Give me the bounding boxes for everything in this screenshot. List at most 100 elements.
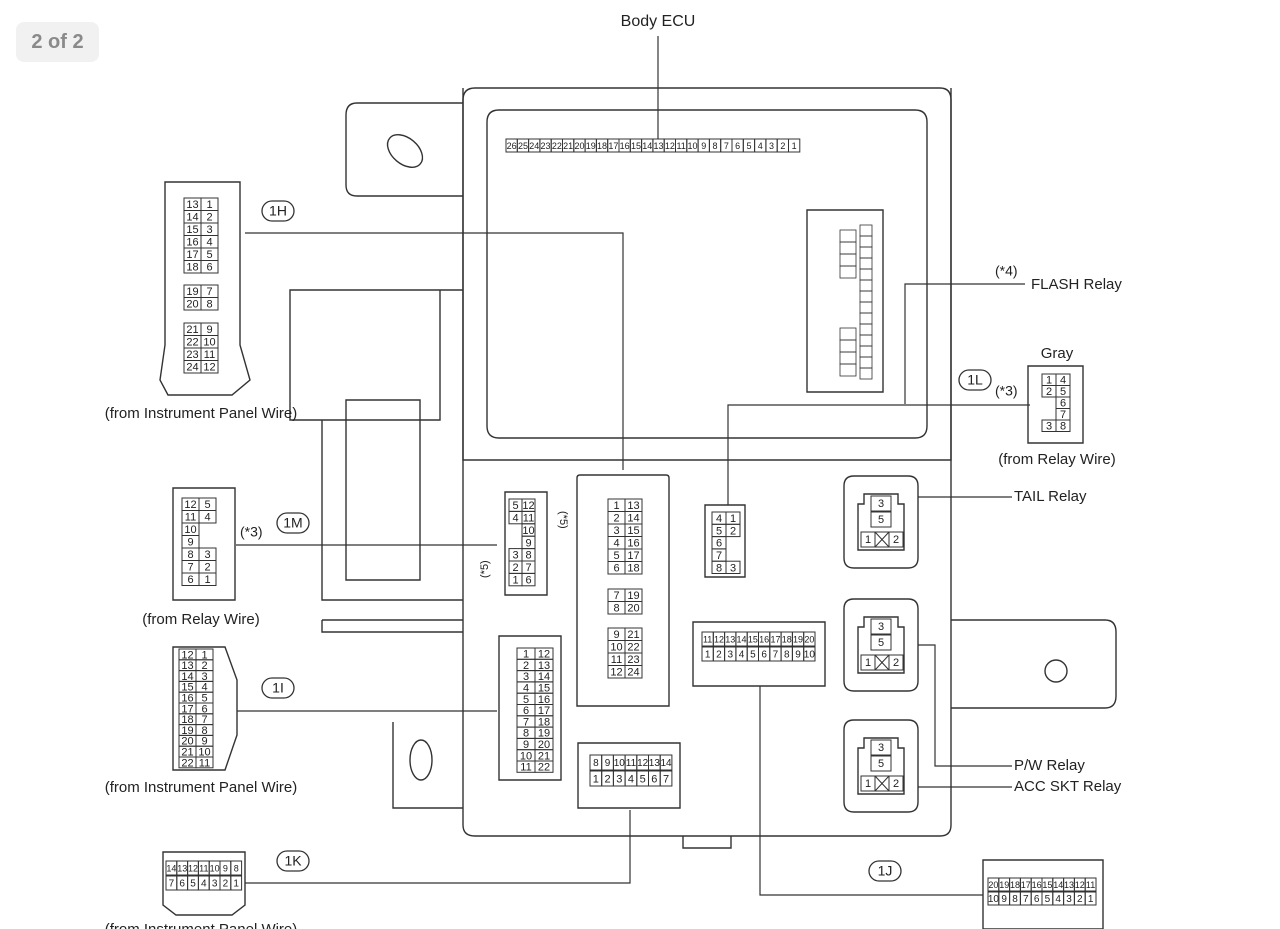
ecu-socket-small-pin-4: 4 [716,513,722,525]
page-indicator-text: 2 of 2 [31,30,84,53]
connector-1i-pin-17: 17 [181,703,193,715]
connector-1k-code-label: 1K [284,853,302,869]
ecu-socket-lower-mid-pin-cell [659,754,673,771]
connector-1h-pin-23: 23 [186,349,198,361]
ecu-pin-strip-pin-5: 5 [746,141,751,151]
acc-relay-blank-x [874,775,890,792]
connector-1h-pin-24: 24 [186,362,198,374]
ecu-socket-center-pin-5: 5 [613,550,619,562]
ecu-pin-strip-pin-14: 14 [642,141,652,151]
connector-1h-pin-6: 6 [206,262,212,274]
connector-1i-caption: (from Instrument Panel Wire) [105,779,298,796]
tail-relay-pin-cell [888,531,904,548]
ecu-socket-left-pin-10: 10 [522,525,534,537]
connector-1i-pin-13: 13 [181,660,193,672]
ecu-socket-small-pin-cell [725,523,741,538]
connector-1l-pin-cell [1055,419,1071,432]
ecu-socket-left-pin-cell [521,572,536,587]
ecu-socket-lower-left-pin-3: 3 [523,671,529,683]
ecu-socket-wide-pin-3: 3 [727,650,733,661]
ecu-socket-left-note-2: (*5) [479,560,491,578]
connector-1h-pin-8: 8 [206,299,212,311]
page-indicator-badge: 2 of 2 [16,22,99,62]
connector-1i-pin-19: 19 [181,725,193,737]
connector-1l-shell [1027,365,1084,444]
ecu-pin-strip-pin-18: 18 [597,141,607,151]
ecu-socket-center-pin-15: 15 [627,525,639,537]
connector-1h-pin-18: 18 [186,262,198,274]
ecu-socket-lower-left-pin-1: 1 [523,649,529,661]
ecu-pin-strip-pin-6: 6 [735,141,740,151]
connector-1h-shell [159,181,251,396]
ecu-socket-lower-mid-pin-11: 11 [626,758,637,769]
ecu-socket-left-pin-8: 8 [525,550,531,562]
ecu-socket-wide-pin-13: 13 [725,634,735,644]
ecu-pin-strip-pin-3: 3 [769,141,774,151]
connector-1h-pin-cell [200,297,219,311]
connector-1i-pin-9: 9 [201,736,207,748]
ecu-socket-lower-left-pin-9: 9 [523,739,529,751]
connector-1m-pin-2: 2 [204,562,210,574]
flash-socket-cell [859,334,873,347]
ecu-socket-wide-pin-15: 15 [748,634,758,644]
connector-1i-shell [172,646,238,771]
ecu-socket-lower-left-pin-7: 7 [523,716,529,728]
connector-1k-caption: (from Instrument Panel Wire) [105,921,298,929]
ecu-socket-left-note: (*5) [557,511,569,529]
connector-1i-pin-4: 4 [201,682,207,694]
connector-1k-pin-13: 13 [177,863,187,873]
ecu-socket-lower-mid-pin-14: 14 [660,758,672,769]
pw-relay-pin-cell [870,618,892,635]
left-foot [392,722,463,809]
ecu-pin-strip-pin-2: 2 [780,141,785,151]
left-side-block [289,289,463,421]
ecu-socket-center-pin-2: 2 [613,513,619,525]
connector-1l-leader [727,404,1030,505]
ecu-socket-small-pin-5: 5 [716,525,722,537]
connector-1j-pin-18: 18 [1010,880,1020,890]
connector-1h-pin-1: 1 [206,199,212,211]
connector-1k-pin-6: 6 [179,879,185,890]
flash-socket-cell [859,268,873,281]
connector-1h-pin-2: 2 [206,212,212,224]
connector-1i-pin-20: 20 [181,736,193,748]
ecu-socket-lower-left-pin-18: 18 [538,716,550,728]
flash-socket-cell [859,290,873,303]
connector-1j-pin-2: 2 [1077,894,1083,905]
ecu-socket-lower-mid-pin-4: 4 [628,773,634,785]
ecu-socket-lower-mid-pin-12: 12 [637,758,649,769]
ecu-body-outline [462,88,952,837]
connector-1h-pin-19: 19 [186,286,198,298]
connector-1j-pin-19: 19 [999,880,1009,890]
connector-1i-pin-3: 3 [201,671,207,683]
ecu-socket-left-pin-3: 3 [512,550,518,562]
ecu-socket-lower-mid-pin-8: 8 [593,758,599,769]
acc-relay-pin-3: 3 [878,742,884,754]
acc-relay-pin-5: 5 [878,758,884,770]
ecu-socket-lower-mid-pin-5: 5 [640,773,646,785]
connector-1k-pin-9: 9 [223,863,228,873]
connector-1j-pin-16: 16 [1032,880,1042,890]
ecu-socket-wide-pin-11: 11 [703,634,712,644]
ecu-socket-wide-pin-6: 6 [761,650,767,661]
connector-1j-pin-8: 8 [1012,894,1018,905]
connector-1h-pin-12: 12 [203,362,215,374]
connector-1h-pin-11: 11 [204,349,215,361]
flash-socket-cell [859,279,873,292]
ecu-socket-wide-pin-16: 16 [759,634,769,644]
ecu-socket-center-pin-24: 24 [627,667,639,679]
ecu-socket-lower-left-pin-6: 6 [523,705,529,717]
ecu-socket-center-pin-cell [624,665,643,679]
connector-1i-pin-12: 12 [181,649,193,661]
connector-1j-shell [982,859,1104,929]
connector-1i-pin-22: 22 [181,757,193,769]
mount-hole [1044,659,1068,683]
connector-1k-pin-3: 3 [212,879,218,890]
ecu-socket-center-pin-10: 10 [610,642,622,654]
flash-socket-cell [859,356,873,369]
flash-socket-cell [859,224,873,237]
connector-1k-pin-11: 11 [199,863,208,873]
pw-relay-pin-2: 2 [893,657,899,669]
acc-relay-body [843,719,919,813]
connector-1l-pin-6: 6 [1060,398,1066,410]
